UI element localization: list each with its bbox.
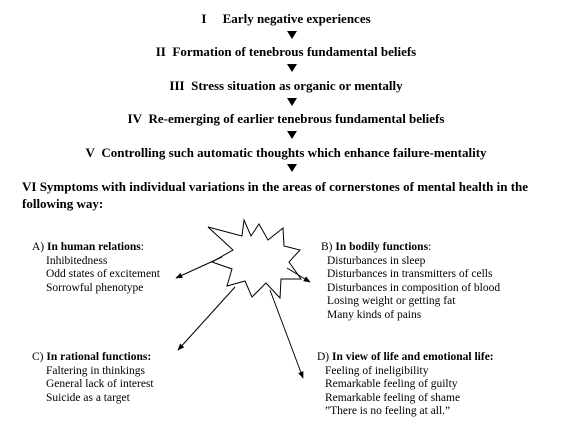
- step-5-numeral: V: [85, 145, 95, 160]
- step-6-numeral: VI: [22, 179, 37, 194]
- step-2-numeral: II: [155, 44, 166, 59]
- arrow-to-a: [175, 256, 223, 279]
- step-3-numeral: III: [169, 78, 185, 93]
- block-a-item: Odd states of excitement: [46, 268, 161, 280]
- step-4: IV Re-emerging of earlier tenebrous fund…: [0, 111, 572, 126]
- block-b-item: Disturbances in sleep: [327, 254, 426, 267]
- block-a: A) In human relations: Inhibitedness Odd…: [32, 241, 160, 295]
- block-a-item: Sorrowful phenotype: [46, 281, 144, 294]
- step-4-numeral: IV: [127, 111, 142, 126]
- block-c-letter: C): [32, 351, 44, 363]
- block-c-heading: C) In rational functions:: [32, 351, 154, 365]
- step-5-text: Controlling such automatic thoughts whic…: [101, 145, 487, 160]
- block-b-letter: B): [321, 241, 333, 253]
- step-5: V Controlling such automatic thoughts wh…: [0, 145, 572, 160]
- block-d-letter: D): [317, 351, 330, 363]
- block-c: C) In rational functions: Faltering in t…: [32, 351, 154, 405]
- block-a-letter: A): [32, 241, 45, 253]
- block-a-suffix: :: [140, 241, 144, 253]
- step-2-text: Formation of tenebrous fundamental belie…: [172, 44, 417, 59]
- down-arrow-icon: [287, 131, 297, 139]
- block-b-heading: B) In bodily functions:: [321, 241, 500, 255]
- step-6: VI Symptoms with individual variations i…: [22, 178, 567, 212]
- arrow-to-b: [286, 267, 311, 283]
- block-a-heading: A) In human relations:: [32, 241, 160, 255]
- down-arrow-icon: [287, 98, 297, 106]
- block-b-title: In bodily functions: [335, 241, 429, 253]
- arrow-to-d: [269, 289, 304, 379]
- block-c-item: Faltering in thinkings: [46, 364, 146, 377]
- block-d-item: Remarkable feeling of shame: [325, 391, 461, 404]
- block-b-suffix: :: [428, 241, 432, 253]
- block-b-item: Many kinds of pains: [327, 308, 422, 321]
- block-c-title: In rational functions:: [46, 351, 152, 363]
- starburst-shape: [207, 218, 302, 300]
- down-arrow-icon: [287, 31, 297, 39]
- block-d-item: Feeling of ineligibility: [325, 364, 429, 377]
- step-1-numeral: I: [201, 11, 207, 26]
- arrow-to-c: [177, 286, 236, 351]
- block-c-item: Suicide as a target: [46, 391, 130, 404]
- block-d-item: Remarkable feeling of guilty: [325, 378, 458, 390]
- block-b-item: Disturbances in composition of blood: [327, 281, 501, 294]
- step-3-text: Stress situation as organic or mentally: [191, 78, 403, 93]
- down-arrow-icon: [287, 64, 297, 72]
- step-3: III Stress situation as organic or menta…: [0, 78, 572, 93]
- block-d-item: ”There is no feeling at all.”: [325, 405, 451, 417]
- block-d: D) In view of life and emotional life: F…: [317, 351, 494, 419]
- block-b-item: Losing weight or getting fat: [327, 295, 456, 307]
- block-b-item: Disturbances in transmitters of cells: [327, 268, 493, 280]
- step-4-text: Re-emerging of earlier tenebrous fundame…: [148, 111, 445, 126]
- block-b: B) In bodily functions: Disturbances in …: [321, 241, 500, 322]
- block-c-item: General lack of interest: [46, 378, 154, 390]
- step-2: II Formation of tenebrous fundamental be…: [0, 44, 572, 59]
- step-1-text: Early negative experiences: [222, 11, 371, 26]
- block-a-title: In human relations: [47, 241, 141, 253]
- step-1: I Early negative experiences: [0, 11, 572, 26]
- block-d-heading: D) In view of life and emotional life:: [317, 351, 494, 365]
- step-6-text: Symptoms with individual variations in t…: [22, 179, 529, 211]
- block-a-item: Inhibitedness: [46, 254, 108, 267]
- down-arrow-icon: [287, 164, 297, 172]
- block-d-title: In view of life and emotional life:: [332, 351, 494, 363]
